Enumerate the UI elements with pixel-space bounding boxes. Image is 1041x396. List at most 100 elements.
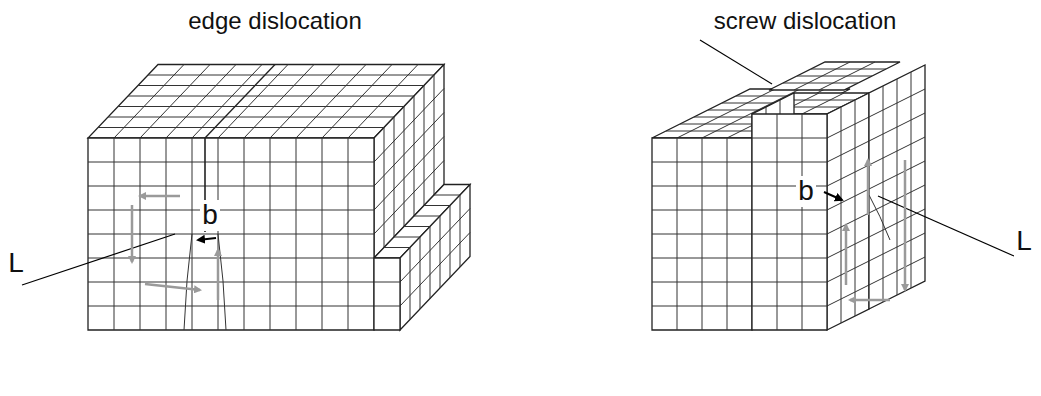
lattice-line xyxy=(118,106,404,107)
lattice-line xyxy=(88,162,374,163)
lattice-line xyxy=(869,137,925,165)
lattice-line xyxy=(108,117,394,118)
lattice-line xyxy=(827,117,869,138)
lattice-line xyxy=(400,233,470,307)
lattice-line xyxy=(652,162,752,163)
crystal-face xyxy=(652,138,752,330)
dislocation-line xyxy=(22,234,175,285)
lattice-line xyxy=(434,75,435,195)
lattice-line xyxy=(424,205,450,206)
lattice-line xyxy=(869,257,925,285)
lattice-line xyxy=(869,113,925,141)
lattice-line xyxy=(424,86,425,206)
lattice-line xyxy=(811,69,886,70)
lattice-line xyxy=(802,114,803,330)
crystal-face xyxy=(827,93,869,330)
lattice-line xyxy=(400,209,470,283)
lattice-line xyxy=(450,206,451,278)
burgers-arrow xyxy=(217,250,220,300)
lattice-line xyxy=(414,216,440,217)
lattice-line xyxy=(88,186,374,187)
lattice-line xyxy=(138,85,424,86)
lattice-line xyxy=(404,107,405,227)
line-label: L xyxy=(1014,226,1034,257)
lattice-line xyxy=(897,79,898,295)
lattice-line xyxy=(88,282,374,283)
crystal-face xyxy=(769,62,900,90)
lattice-line xyxy=(192,65,262,139)
burgers-label: b xyxy=(200,200,220,231)
burgers-vector xyxy=(198,238,216,240)
extra-half-plane xyxy=(205,65,275,139)
crystal-face xyxy=(869,65,925,309)
line-label: L xyxy=(6,248,26,279)
lattice-line xyxy=(374,282,400,283)
panel-title: edge dislocation xyxy=(188,8,361,34)
burgers-arrow xyxy=(904,160,907,290)
lattice-line xyxy=(140,65,210,139)
lattice-line xyxy=(652,210,752,211)
lattice-line xyxy=(420,237,421,309)
lattice-line xyxy=(855,100,856,316)
lattice-line xyxy=(869,195,890,240)
lattice-line xyxy=(869,233,925,261)
lattice-line xyxy=(652,234,752,235)
lattice-line xyxy=(869,161,925,189)
lattice-line xyxy=(434,195,460,196)
dislocation-line xyxy=(700,40,772,84)
burgers-arrow xyxy=(140,195,180,198)
panel-title: screw dislocation xyxy=(714,8,897,34)
lattice-line xyxy=(827,261,869,282)
lattice-line xyxy=(841,107,842,323)
lattice-line xyxy=(652,306,752,307)
lattice-line xyxy=(827,213,869,234)
lattice-line xyxy=(827,165,869,186)
lattice-line xyxy=(374,306,400,307)
lattice-line xyxy=(752,162,827,163)
lattice-line xyxy=(384,128,385,248)
lattice-line xyxy=(752,306,827,307)
lattice-line xyxy=(394,237,420,238)
lattice-line xyxy=(88,306,374,307)
lattice-line xyxy=(114,65,184,139)
lattice-line xyxy=(827,285,869,306)
lattice-line xyxy=(827,141,869,162)
lattice-line xyxy=(148,75,434,76)
lattice-line xyxy=(394,117,395,237)
lattice-line xyxy=(98,127,384,128)
lattice-line xyxy=(911,72,912,288)
burgers-arrow xyxy=(131,205,134,262)
dislocation-line xyxy=(878,196,1014,256)
lattice-line xyxy=(128,96,414,97)
lattice-line xyxy=(666,131,766,132)
lattice-line xyxy=(296,65,366,139)
lattice-line xyxy=(270,65,340,139)
crystal-face xyxy=(400,185,470,331)
lattice-line xyxy=(460,195,461,267)
lattice-line xyxy=(384,247,410,248)
lattice-line xyxy=(652,282,752,283)
burgers-arrow xyxy=(867,160,870,215)
lattice-line xyxy=(218,65,288,139)
lattice-line xyxy=(440,216,441,288)
screw-crystal-block xyxy=(652,62,925,330)
lattice-line xyxy=(752,282,827,283)
lattice-line xyxy=(430,227,431,299)
lattice-line xyxy=(777,114,778,330)
lattice-line xyxy=(752,138,827,139)
lattice-line xyxy=(797,76,872,77)
burgers-label: b xyxy=(796,176,816,207)
burgers-arrow xyxy=(145,284,200,290)
burgers-arrow xyxy=(845,225,848,285)
lattice-line xyxy=(827,237,869,258)
lattice-line xyxy=(883,86,884,302)
lattice-line xyxy=(184,234,192,330)
lattice-line xyxy=(218,234,226,330)
lattice-line xyxy=(783,83,858,84)
lattice-line xyxy=(166,65,236,139)
lattice-line xyxy=(410,248,411,320)
lattice-line xyxy=(869,185,925,213)
burgers-vector xyxy=(824,192,842,200)
